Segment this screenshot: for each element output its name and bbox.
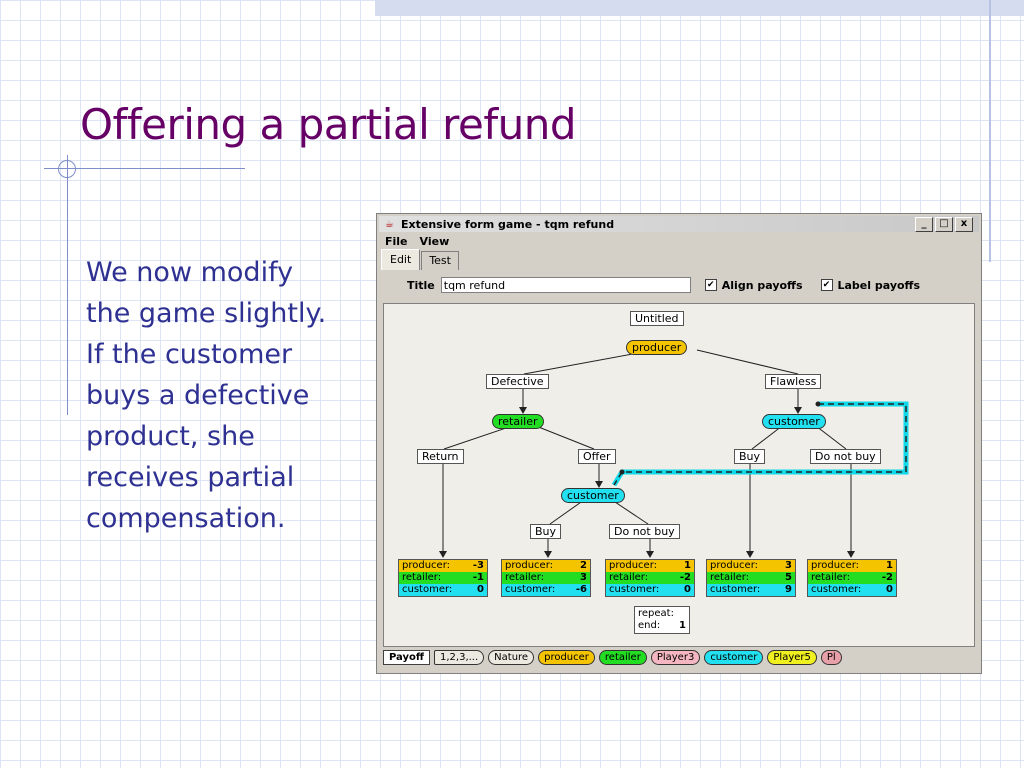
align-payoffs-label: Align payoffs xyxy=(721,278,803,292)
payoff-value: 0 xyxy=(477,584,484,595)
payoff-value: 2 xyxy=(580,560,587,571)
payoff-value: -3 xyxy=(472,560,484,571)
payoff-box-1[interactable]: producer: -3 retailer: -1 customer: 0 xyxy=(398,559,488,597)
payoff-box-3[interactable]: producer: 1 retailer: -2 customer: 0 xyxy=(605,559,695,597)
payoff-label: producer: xyxy=(505,560,553,571)
payoff-label: producer: xyxy=(402,560,450,571)
window-title: Extensive form game - tqm refund xyxy=(401,217,615,231)
decorative-left-line xyxy=(67,155,68,415)
checkmark-icon: ✔ xyxy=(704,279,717,291)
player-chip-producer[interactable]: producer xyxy=(538,649,595,665)
end-value: 1 xyxy=(679,620,686,631)
minimize-button[interactable]: _ xyxy=(915,217,933,232)
align-payoffs-checkbox[interactable]: ✔ Align payoffs xyxy=(704,278,803,292)
move-buy-top[interactable]: Buy xyxy=(734,449,766,464)
tree-title-label[interactable]: Untitled xyxy=(630,311,684,326)
information-set-link[interactable] xyxy=(611,401,909,487)
menu-view[interactable]: View xyxy=(419,235,450,248)
label-payoffs-checkbox[interactable]: ✔ Label payoffs xyxy=(820,278,921,292)
payoff-label: customer: xyxy=(811,584,862,595)
retailer-node[interactable]: retailer xyxy=(492,414,544,429)
payoff-label: retailer: xyxy=(402,572,442,583)
edit-toolbar: Title ✔ Align payoffs ✔ Label payoffs xyxy=(407,277,938,293)
player-chip-nature[interactable]: Nature xyxy=(488,649,535,665)
payoff-value: -2 xyxy=(679,572,691,583)
decorative-circle xyxy=(58,160,76,178)
player-chip-player3[interactable]: Player3 xyxy=(650,649,701,665)
payoff-label: producer: xyxy=(710,560,758,571)
move-flawless[interactable]: Flawless xyxy=(765,374,822,389)
payoff-value: -6 xyxy=(575,584,587,595)
slide-title: Offering a partial refund xyxy=(80,100,577,149)
payoff-value: 3 xyxy=(580,572,587,583)
move-defective[interactable]: Defective xyxy=(486,374,549,389)
payoff-label: retailer: xyxy=(609,572,649,583)
tab-edit[interactable]: Edit xyxy=(381,249,421,270)
decorative-horizontal-line xyxy=(44,168,245,169)
payoff-value: 9 xyxy=(785,584,792,595)
payoff-label: retailer: xyxy=(710,572,750,583)
player-chip-player6[interactable]: Pl xyxy=(820,649,842,665)
customer-node-mid[interactable]: customer xyxy=(561,488,625,503)
move-do-not-buy-top[interactable]: Do not buy xyxy=(810,449,881,464)
payoff-label: customer: xyxy=(710,584,761,595)
window-titlebar[interactable]: ☕ Extensive form game - tqm refund _ □ x xyxy=(379,216,979,232)
payoff-value: -2 xyxy=(881,572,893,583)
move-buy-mid[interactable]: Buy xyxy=(530,524,562,539)
payoff-box-5[interactable]: producer: 1 retailer: -2 customer: 0 xyxy=(807,559,897,597)
player-chip-retailer[interactable]: retailer xyxy=(598,649,647,665)
producer-node[interactable]: producer xyxy=(626,340,688,355)
payoff-label: retailer: xyxy=(811,572,851,583)
close-button[interactable]: x xyxy=(955,217,973,232)
title-label: Title xyxy=(407,278,435,292)
window-controls: _ □ x xyxy=(915,217,973,232)
title-input[interactable] xyxy=(440,277,691,293)
menubar: File View xyxy=(385,235,449,248)
slide-body-text: We now modify the game slightly. If the … xyxy=(86,257,327,534)
decorative-vertical-line xyxy=(989,0,991,262)
payoff-box-2[interactable]: producer: 2 retailer: 3 customer: -6 xyxy=(501,559,591,597)
maximize-button[interactable]: □ xyxy=(935,217,953,232)
repeat-box[interactable]: repeat: end: 1 xyxy=(634,606,690,634)
payoff-value: 1 xyxy=(684,560,691,571)
app-window: ☕ Extensive form game - tqm refund _ □ x… xyxy=(376,213,982,674)
tab-test[interactable]: Test xyxy=(421,251,459,270)
customer-node-top[interactable]: customer xyxy=(762,414,826,429)
checkmark-icon: ✔ xyxy=(820,279,833,291)
repeat-label: repeat: xyxy=(638,608,674,619)
payoff-tool[interactable]: Payoff xyxy=(383,649,430,665)
payoff-label: customer: xyxy=(609,584,660,595)
player-palette: Payoff 1,2,3,... Nature producer retaile… xyxy=(383,647,973,667)
menu-file[interactable]: File xyxy=(385,235,408,248)
payoff-label: producer: xyxy=(609,560,657,571)
payoff-value: 0 xyxy=(886,584,893,595)
payoff-value: -1 xyxy=(472,572,484,583)
java-cup-icon: ☕ xyxy=(385,218,394,230)
tree-edges xyxy=(439,349,909,558)
game-tree-canvas[interactable]: Untitled producer Defective Flawless ret… xyxy=(383,303,975,647)
payoff-value: 3 xyxy=(785,560,792,571)
decorative-top-band xyxy=(375,0,1024,16)
payoff-label: customer: xyxy=(505,584,556,595)
player-chip-player5[interactable]: Player5 xyxy=(767,649,817,665)
payoff-value: 1 xyxy=(886,560,893,571)
move-return[interactable]: Return xyxy=(417,449,464,464)
move-do-not-buy-mid[interactable]: Do not buy xyxy=(609,524,680,539)
move-offer[interactable]: Offer xyxy=(578,449,616,464)
payoff-label: retailer: xyxy=(505,572,545,583)
player-chip-customer[interactable]: customer xyxy=(704,649,764,665)
payoff-value: 0 xyxy=(684,584,691,595)
payoff-value: 5 xyxy=(785,572,792,583)
payoff-box-4[interactable]: producer: 3 retailer: 5 customer: 9 xyxy=(706,559,796,597)
tab-strip: Edit Test xyxy=(381,249,460,270)
end-label: end: xyxy=(638,620,661,631)
label-payoffs-label: Label payoffs xyxy=(837,278,921,292)
sequence-tool[interactable]: 1,2,3,... xyxy=(434,649,485,665)
payoff-label: producer: xyxy=(811,560,859,571)
payoff-label: customer: xyxy=(402,584,453,595)
